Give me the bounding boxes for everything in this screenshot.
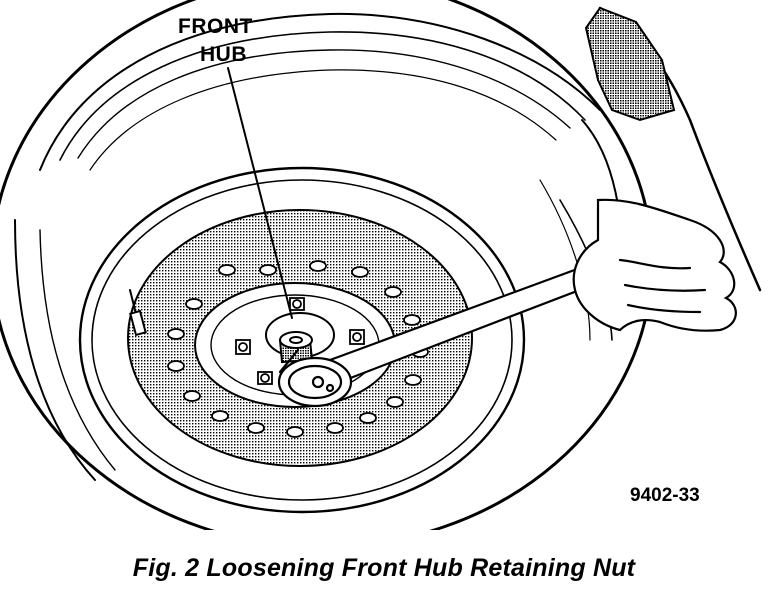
lug-nuts (235, 297, 365, 385)
figure-caption: Fig. 2 Loosening Front Hub Retaining Nut (132, 554, 636, 582)
breaker-bar (277, 266, 592, 408)
front-hub-label-line2: HUB (200, 43, 247, 66)
hand (572, 198, 737, 332)
front-hub-label-line1: FRONT (178, 15, 253, 38)
figure-number: 9402-33 (630, 485, 700, 506)
callout-leader (227, 67, 293, 319)
fender (581, 6, 762, 292)
valve-stem (129, 289, 147, 337)
